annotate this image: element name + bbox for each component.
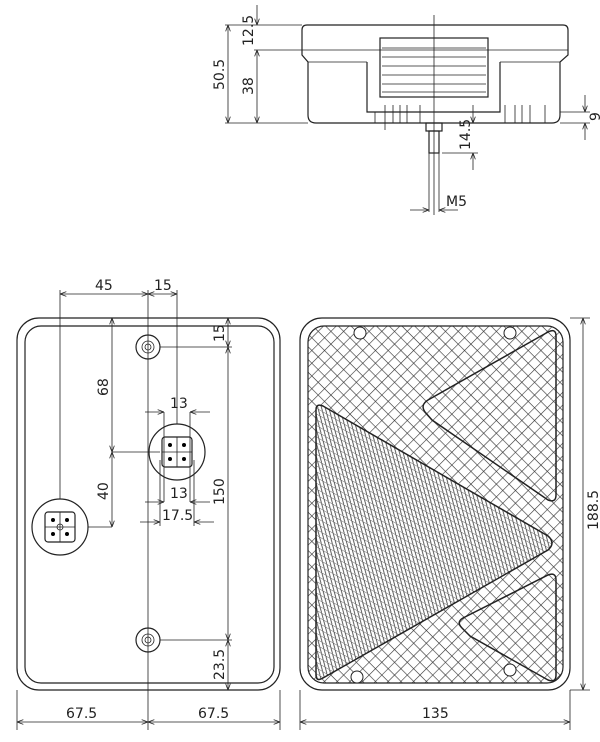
dim-upper-vertical: 68	[96, 378, 112, 396]
dim-center-offset: 15	[154, 278, 172, 294]
dim-connector-offset: 45	[95, 278, 113, 294]
front-view: 188.5 135	[299, 317, 600, 730]
dim-height-total: 50.5	[212, 59, 228, 90]
dim-lower-vertical: 40	[96, 482, 112, 500]
dim-inner-top: 13	[170, 396, 188, 412]
dim-hole-span: 150	[212, 478, 228, 505]
dim-half-left: 67.5	[66, 706, 97, 722]
dim-bolt: 14.5	[458, 119, 474, 150]
lower-triangle	[458, 573, 557, 682]
triangle-reflector	[315, 404, 553, 681]
dim-hole-bottom: 23.5	[212, 649, 228, 680]
dim-height-top: 12.5	[241, 15, 257, 46]
back-view: 45 15 68 40 15 150 23.5 13 13 17.5 67.5 …	[16, 278, 281, 730]
dim-inner-bottom: 13	[170, 486, 188, 502]
dim-front-width: 135	[422, 706, 449, 722]
dim-outer: 17.5	[162, 508, 193, 524]
side-view: 50.5 12.5 38 9 14.5 M5	[212, 5, 600, 215]
dim-height-body: 38	[241, 77, 257, 95]
connector-left	[31, 498, 89, 556]
dim-hole-top: 15	[212, 324, 228, 342]
dim-thread: M5	[446, 194, 467, 210]
dim-feet: 9	[588, 112, 600, 121]
dim-front-height: 188.5	[586, 490, 600, 530]
upper-triangle	[422, 329, 557, 502]
m5-bolt	[428, 130, 440, 154]
dim-half-right: 67.5	[198, 706, 229, 722]
